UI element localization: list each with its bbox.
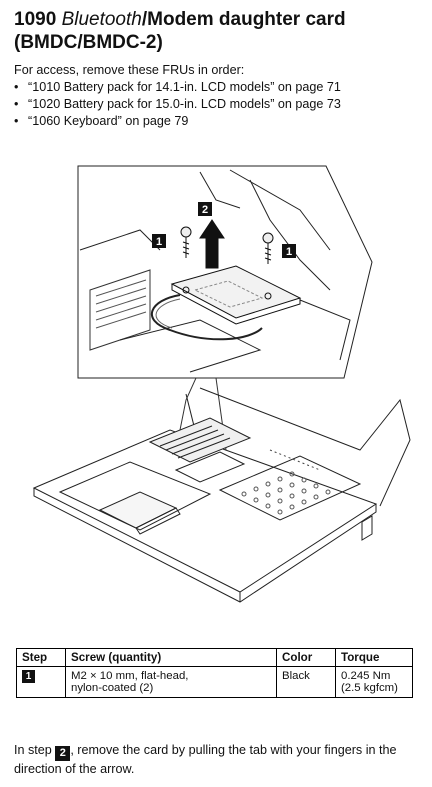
- screw-table: Step Screw (quantity) Color Torque 1 M2 …: [16, 648, 413, 698]
- intro-lead: For access, remove these FRUs in order:: [14, 63, 245, 77]
- fru-item: “1020 Battery pack for 15.0-in. LCD mode…: [14, 96, 426, 113]
- table-header-row: Step Screw (quantity) Color Torque: [16, 648, 413, 667]
- screw-cell: M2 × 10 mm, flat-head, nylon-coated (2): [65, 666, 277, 698]
- fru-item: “1010 Battery pack for 14.1-in. LCD mode…: [14, 79, 426, 96]
- callout-badges: 1 2 1: [152, 202, 296, 258]
- screw-line: M2 × 10 mm, flat-head,: [71, 670, 189, 682]
- step-note: In step 2, remove the card by pulling th…: [14, 742, 424, 778]
- fru-item: “1060 Keyboard” on page 79: [14, 113, 426, 130]
- callout-label: 1: [156, 236, 162, 248]
- table-row: 1 M2 × 10 mm, flat-head, nylon-coated (2…: [16, 666, 413, 698]
- note-before: In step: [14, 743, 56, 757]
- intro-section: For access, remove these FRUs in order: …: [14, 62, 426, 130]
- torque-line: (2.5 kgfcm): [341, 682, 398, 694]
- fru-list: “1010 Battery pack for 14.1-in. LCD mode…: [14, 79, 426, 130]
- page-title: 1090 Bluetooth/Modem daughter card (BMDC…: [14, 8, 424, 54]
- section-number: 1090: [14, 9, 57, 30]
- screw-right: [262, 232, 274, 300]
- title-rest: /Modem daughter card (BMDC/BMDC-2): [14, 9, 346, 53]
- callout-label: 1: [286, 246, 292, 258]
- screw-line: nylon-coated (2): [71, 682, 154, 694]
- torque-line: 0.245 Nm: [341, 670, 391, 682]
- color-cell: Black: [276, 666, 336, 698]
- step-cell: 1: [16, 666, 66, 698]
- callout-label: 2: [202, 204, 208, 216]
- torque-cell: 0.245 Nm (2.5 kgfcm): [335, 666, 413, 698]
- col-header-torque: Torque: [335, 648, 413, 667]
- laptop-base: [32, 387, 411, 603]
- step-badge: 1: [22, 670, 35, 683]
- col-header-screw: Screw (quantity): [65, 648, 277, 667]
- step-badge: 2: [55, 746, 71, 761]
- removal-illustration: 1 2 1: [32, 165, 411, 603]
- title-italic: Bluetooth: [61, 9, 142, 30]
- screw-left: [180, 226, 192, 294]
- col-header-color: Color: [276, 648, 336, 667]
- note-after: , remove the card by pulling the tab wit…: [14, 743, 397, 776]
- pull-arrow: [199, 219, 225, 269]
- col-header-step: Step: [16, 648, 66, 667]
